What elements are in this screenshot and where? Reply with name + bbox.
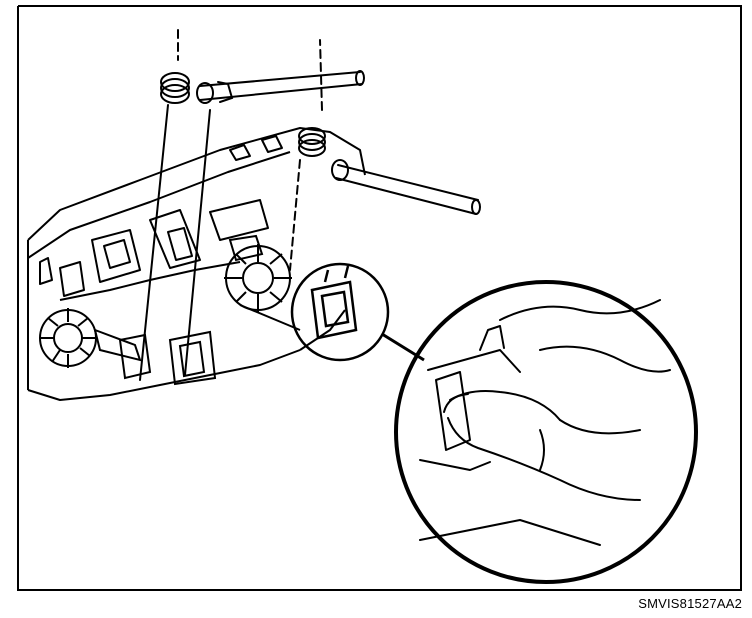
control-housing <box>27 127 366 401</box>
center-gear <box>224 234 292 312</box>
right-cable-assembly <box>289 39 481 271</box>
figure-id-label: SMVIS81527AA2 <box>638 596 742 611</box>
illustration-frame <box>17 5 742 591</box>
detail-callout-enlarged <box>394 280 698 584</box>
left-cable-assembly <box>139 29 365 381</box>
retainer-clips <box>118 330 217 386</box>
enlarged-clip-and-hand <box>419 299 671 546</box>
detail-callout-source <box>290 262 390 362</box>
